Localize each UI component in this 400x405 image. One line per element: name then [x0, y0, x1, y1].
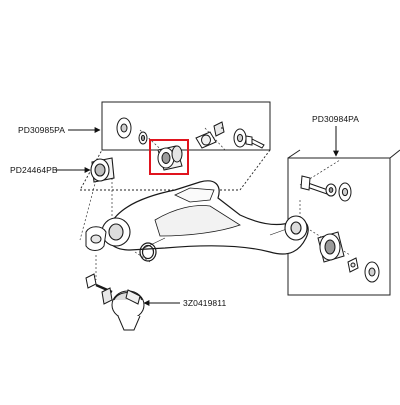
callout-label-3z0419811: 3Z0419811: [183, 298, 227, 308]
highlighted-bushing: [157, 145, 183, 171]
upper-bushing-parts: [116, 117, 265, 149]
circlip: [139, 242, 157, 262]
highlight-box: [149, 139, 189, 175]
callout-label-pd30984pa: PD30984PA: [312, 114, 360, 124]
callout-label-pd30985pa: PD30985PA: [18, 125, 66, 135]
arm-rear-eye: [284, 215, 308, 241]
upper-bushing-group-box: [79, 101, 271, 191]
callout-arrows: [56, 126, 339, 306]
front-bushing: [90, 157, 115, 183]
ball-joint: [85, 273, 145, 331]
callout-label-pd24464pb: PD24464PB: [10, 165, 58, 175]
arm-ball-joint-socket: [85, 226, 107, 251]
control-arm: [106, 180, 309, 255]
rear-bushing-parts: [300, 175, 380, 283]
